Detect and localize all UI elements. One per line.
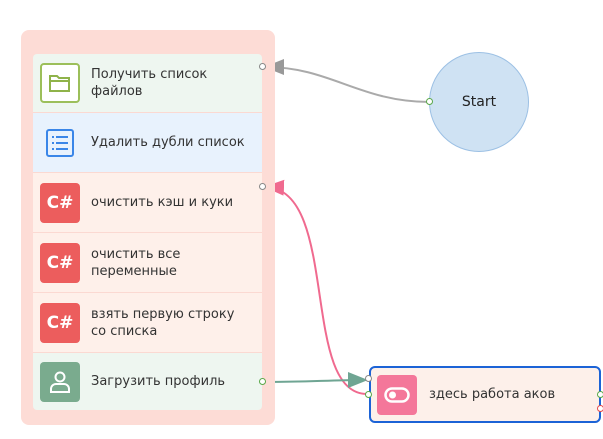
group-item-clear-cache[interactable]: C# очистить кэш и куки [33,173,262,233]
connection-start-to-get-files [264,59,431,103]
group-item-remove-duplicates[interactable]: Удалить дубли список [33,113,262,173]
item-label: Получить список файлов [91,67,208,99]
output-port[interactable] [259,183,266,190]
item-label: Удалить дубли список [91,135,245,150]
input-port[interactable] [365,391,372,398]
csharp-icon: C# [40,302,80,343]
group-item-take-first-line[interactable]: C# взять первую строку со списка [33,293,262,353]
item-label: Загрузить профиль [91,374,226,389]
group-item-load-profile[interactable]: Загрузить профиль [33,353,262,410]
item-label: очистить все переменные [91,246,181,279]
user-icon [40,361,80,402]
output-port[interactable] [259,378,266,385]
item-label: очистить кэш и куки [91,195,234,210]
csharp-icon: C# [40,182,80,223]
output-port[interactable] [259,63,266,70]
start-output-port[interactable] [426,98,433,105]
input-port[interactable] [365,375,372,382]
success-output-port[interactable] [597,391,603,398]
folder-icon [40,63,80,103]
start-node[interactable]: Start [429,52,529,152]
csharp-icon: C# [40,242,80,283]
node-label: здесь работа аков [429,387,556,402]
list-icon [40,123,80,163]
action-node-selected[interactable]: здесь работа аков [369,366,601,423]
connection-node-to-clear-cache [264,179,368,395]
item-label: взять первую строку со списка [91,306,235,339]
group-item-get-files[interactable]: Получить список файлов [33,54,262,113]
start-label: Start [461,94,497,110]
toggle-icon [377,374,417,415]
connection-profile-to-node [265,372,368,389]
error-output-port[interactable] [597,405,603,412]
group-item-clear-variables[interactable]: C# очистить все переменные [33,233,262,293]
